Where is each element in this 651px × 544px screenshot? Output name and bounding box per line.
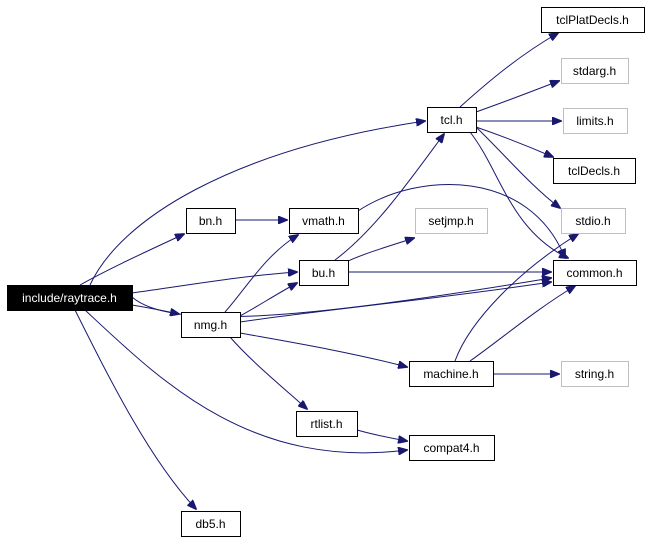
node-label-db5: db5.h: [195, 517, 225, 531]
node-box-db5: [181, 511, 241, 537]
node-common[interactable]: common.h: [553, 260, 637, 286]
edge-bu-to-tcl: [334, 134, 444, 261]
node-nmg[interactable]: nmg.h: [181, 312, 241, 338]
node-machine[interactable]: machine.h: [409, 361, 494, 387]
edge-nmg-to-machine: [239, 332, 407, 367]
edge-tcl-to-tclPlatDecls: [459, 33, 558, 108]
node-db5[interactable]: db5.h: [181, 511, 241, 537]
node-label-tclPlatDecls: tclPlatDecls.h: [556, 13, 629, 27]
node-box-common: [553, 260, 637, 286]
node-box-stdio: [561, 208, 626, 234]
node-stdarg[interactable]: stdarg.h: [561, 58, 629, 84]
edge-vmath-to-common: [357, 183, 565, 258]
node-box-limits: [563, 108, 628, 134]
node-vmath[interactable]: vmath.h: [289, 208, 359, 234]
node-label-vmath: vmath.h: [302, 214, 345, 228]
node-box-tcl: [427, 107, 477, 133]
node-label-machine: machine.h: [423, 367, 478, 381]
edge-bu-to-setjmp: [345, 238, 414, 263]
edge-tcl-to-tclDecls: [475, 126, 553, 157]
node-label-string: string.h: [575, 367, 614, 381]
node-box-tclPlatDecls: [541, 7, 645, 33]
edge-tcl-to-stdarg: [475, 81, 559, 113]
edge-nmg-to-rtlist: [229, 336, 307, 409]
node-label-tclDecls: tclDecls.h: [568, 164, 620, 178]
edge-nmg-to-common: [239, 282, 551, 323]
node-box-compat4: [409, 435, 495, 461]
node-label-setjmp: setjmp.h: [428, 214, 473, 228]
edge-nmg-to-bu: [239, 283, 297, 317]
node-label-common: common.h: [566, 266, 622, 280]
node-raytrace[interactable]: include/raytrace.h: [7, 285, 133, 311]
edge-rtlist-to-compat4: [356, 429, 407, 441]
nodes-layer: include/raytrace.h tclPlatDecls.h stdarg.h…: [7, 7, 645, 537]
node-box-vmath: [289, 208, 359, 234]
node-bu[interactable]: bu.h: [299, 260, 349, 286]
node-tclDecls[interactable]: tclDecls.h: [553, 158, 636, 184]
node-setjmp[interactable]: setjmp.h: [415, 208, 488, 234]
node-label-rtlist: rtlist.h: [310, 417, 342, 431]
edge-raytrace-to-db5: [74, 309, 196, 509]
node-bn[interactable]: bn.h: [186, 208, 236, 234]
node-label-limits: limits.h: [576, 114, 613, 128]
edge-raytrace-to-common: [131, 278, 551, 318]
node-limits[interactable]: limits.h: [563, 108, 628, 134]
node-label-compat4: compat4.h: [423, 441, 479, 455]
node-label-bn: bn.h: [199, 214, 222, 228]
edge-raytrace-to-bu: [131, 272, 297, 294]
edge-raytrace-to-tcl: [89, 121, 425, 286]
node-box-rtlist: [296, 411, 358, 437]
node-box-machine: [409, 361, 494, 387]
node-box-bn: [186, 208, 236, 234]
node-box-stdarg: [561, 58, 629, 84]
edge-raytrace-to-compat4: [84, 309, 407, 453]
node-label-nmg: nmg.h: [194, 318, 227, 332]
node-stdio[interactable]: stdio.h: [561, 208, 626, 234]
node-box-string: [561, 361, 629, 387]
node-string[interactable]: string.h: [561, 361, 629, 387]
node-label-stdio: stdio.h: [575, 214, 610, 228]
edges-layer: [74, 33, 578, 509]
edge-nmg-to-vmath: [224, 235, 298, 313]
node-box-raytrace: [7, 285, 133, 311]
node-rtlist[interactable]: rtlist.h: [296, 411, 358, 437]
edge-tcl-to-common: [469, 131, 568, 258]
node-tcl[interactable]: tcl.h: [427, 107, 477, 133]
node-box-nmg: [181, 312, 241, 338]
node-label-raytrace: include/raytrace.h: [22, 291, 117, 305]
node-box-setjmp: [415, 208, 488, 234]
edge-machine-to-stdio: [454, 234, 578, 362]
node-box-tclDecls: [553, 158, 636, 184]
node-label-tcl: tcl.h: [440, 113, 462, 127]
node-label-stdarg: stdarg.h: [573, 64, 616, 78]
node-box-bu: [299, 260, 349, 286]
node-compat4[interactable]: compat4.h: [409, 435, 495, 461]
edge-machine-to-common: [469, 286, 575, 362]
edge-tcl-to-stdio: [475, 126, 560, 208]
edge-raytrace-to-bn: [79, 234, 184, 286]
node-tclPlatDecls[interactable]: tclPlatDecls.h: [541, 7, 645, 33]
node-label-bu: bu.h: [312, 266, 335, 280]
